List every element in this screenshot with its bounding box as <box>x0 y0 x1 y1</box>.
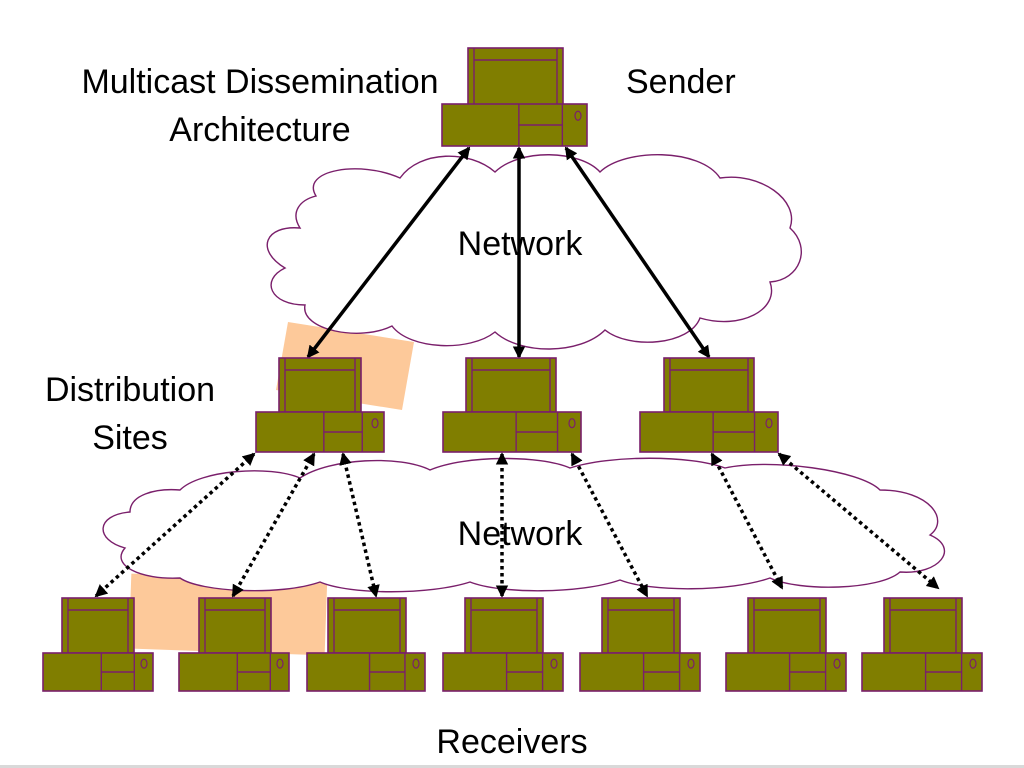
receiver-7 <box>861 597 983 692</box>
distribution-site-3 <box>639 357 779 453</box>
distribution-site-2 <box>442 357 582 453</box>
sender-label: Sender <box>626 63 736 101</box>
receiver-4 <box>442 597 564 692</box>
computers <box>42 47 983 692</box>
receiver-2 <box>178 597 290 692</box>
link-sender-site-3 <box>564 146 711 359</box>
link-site1-receiver-1 <box>94 452 256 598</box>
footer-divider <box>0 765 1024 768</box>
receiver-3 <box>306 597 426 692</box>
receiver-6 <box>725 597 847 692</box>
network-label-upper: Network <box>457 225 583 263</box>
receiver-1 <box>42 597 154 692</box>
receiver-5 <box>579 597 701 692</box>
link-site1-receiver-3 <box>339 452 380 598</box>
sender-links <box>306 146 711 359</box>
distribution-line-2: Sites <box>92 419 168 457</box>
title-line-2: Architecture <box>169 111 351 149</box>
title-line-1: Multicast Dissemination <box>81 63 439 101</box>
link-site2-receiver-5 <box>570 452 649 598</box>
distribution-line-1: Distribution <box>44 371 216 409</box>
receiver-links <box>94 452 940 598</box>
distribution-sites-label: Distribution Sites <box>20 370 240 458</box>
diagram-title: Multicast Dissemination Architecture <box>40 62 480 150</box>
link-sender-site-1 <box>306 146 471 359</box>
sender-computer <box>441 47 588 147</box>
network-label-lower: Network <box>457 515 583 553</box>
link-site1-receiver-2 <box>231 452 316 598</box>
receivers-label: Receivers <box>436 723 588 761</box>
distribution-site-1 <box>255 357 385 453</box>
